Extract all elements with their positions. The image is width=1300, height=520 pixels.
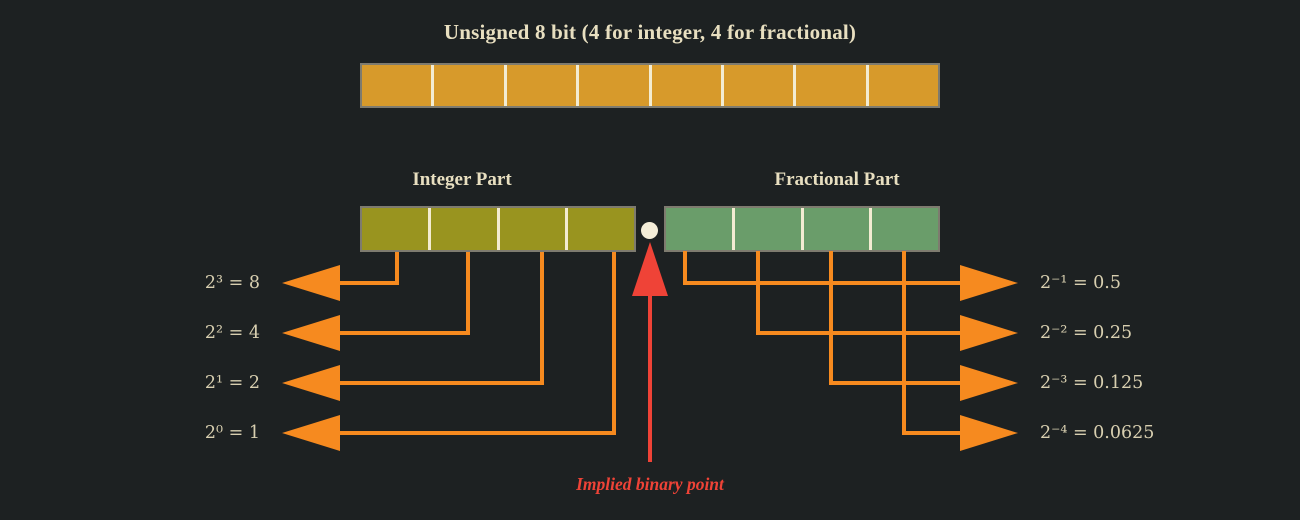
connector-line: [540, 252, 544, 385]
integer-weight-label: 2² = 4: [204, 323, 260, 343]
bit-cell: [565, 208, 634, 250]
arrowhead-right-icon: [960, 415, 1018, 451]
bit-cell: [576, 65, 648, 106]
arrowhead-left-icon: [282, 265, 340, 301]
arrowhead-right-icon: [960, 265, 1018, 301]
connector-line: [338, 381, 544, 385]
connector-line: [338, 331, 470, 335]
bit-cell: [869, 208, 938, 250]
binary-point-label: Implied binary point: [576, 474, 724, 494]
connector-line: [902, 251, 906, 435]
connector-line: [829, 251, 833, 385]
bit-cell: [731, 208, 801, 250]
bit-cell: [362, 65, 431, 106]
connector-line: [338, 281, 399, 285]
fractional-weight-label: 2⁻³ = 0.125: [1040, 373, 1144, 393]
fractional-weight-label: 2⁻⁴ = 0.0625: [1040, 423, 1155, 443]
bit-cell: [648, 65, 721, 106]
bit-cell: [800, 208, 870, 250]
bit-cell: [666, 208, 732, 250]
bit-cell: [865, 65, 938, 106]
connector-line: [829, 381, 960, 385]
bit-cell: [496, 208, 566, 250]
fractional-weight-label: 2⁻¹ = 0.5: [1040, 273, 1122, 293]
binary-point-dot: [641, 222, 658, 239]
fractional-part-label: Fractional Part: [774, 169, 900, 190]
fractional-weight-label: 2⁻² = 0.25: [1040, 323, 1133, 343]
arrowhead-left-icon: [282, 315, 340, 351]
connector-line: [683, 281, 960, 285]
integer-weight-label: 2³ = 8: [204, 273, 260, 293]
integer-weight-label: 2⁰ = 1: [204, 423, 260, 443]
connector-line: [902, 431, 960, 435]
integer-bits-bar: [360, 206, 636, 252]
arrowhead-up-icon: [632, 242, 668, 296]
connector-line: [756, 251, 760, 335]
connector-line: [395, 252, 399, 285]
bit-cell: [362, 208, 428, 250]
connector-line: [683, 251, 687, 285]
fractional-bits-bar: [664, 206, 940, 252]
diagram-title: Unsigned 8 bit (4 for integer, 4 for fra…: [443, 20, 857, 44]
pointer-line: [648, 294, 652, 462]
arrowhead-left-icon: [282, 365, 340, 401]
bit-cell: [427, 208, 497, 250]
integer-part-label: Integer Part: [412, 169, 512, 190]
arrowhead-right-icon: [960, 365, 1018, 401]
connector-line: [338, 431, 616, 435]
arrowhead-left-icon: [282, 415, 340, 451]
eight-bit-bar: [360, 63, 940, 108]
connector-line: [466, 252, 470, 335]
bit-cell: [503, 65, 576, 106]
connector-line: [756, 331, 960, 335]
integer-weight-label: 2¹ = 2: [204, 373, 260, 393]
bit-cell: [431, 65, 503, 106]
bit-cell: [720, 65, 793, 106]
arrowhead-right-icon: [960, 315, 1018, 351]
connector-line: [612, 252, 616, 435]
bit-cell: [793, 65, 865, 106]
